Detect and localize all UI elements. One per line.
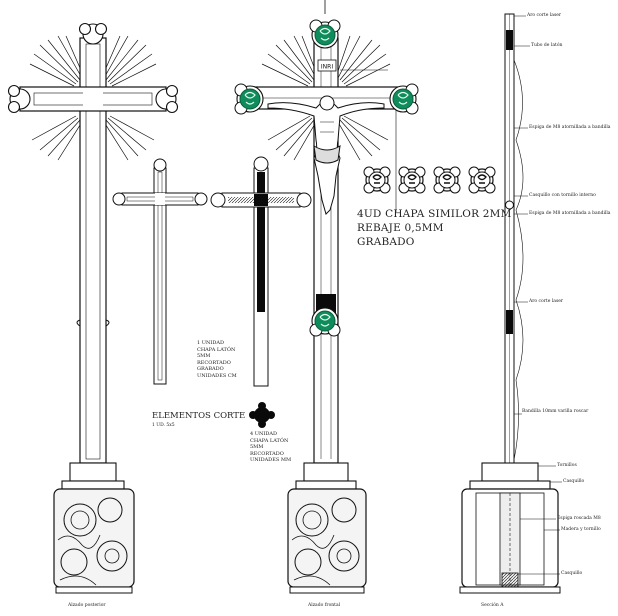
- section-note: Tubo de latón: [531, 43, 563, 48]
- section-note: Aro corte laser: [527, 13, 562, 18]
- plate-note-line2: REBAJE 0,5MM: [357, 222, 444, 234]
- section-note: Espiga de M8 atornillada a bandilla: [529, 125, 611, 130]
- rays-left-cross: [29, 35, 157, 161]
- unit-note-a-line: GRABADO: [197, 366, 224, 372]
- unit-note-b-line: 5MM: [250, 444, 264, 450]
- unit-note-b-line: UNIDADES MM: [250, 457, 292, 463]
- elements-subtitle: 1 UD. 5x5: [152, 423, 175, 428]
- rear-elevation-cross: [7, 22, 179, 594]
- unit-note-b: 4 UNIDAD CHAPA LATÓN 5MM RECORTADO UNIDA…: [250, 431, 291, 464]
- unit-note-a-line: UNIDADES CM: [197, 372, 237, 379]
- unit-note-a-line: CHAPA LATÓN: [197, 346, 236, 353]
- plate-note-line3: GRABADO: [357, 236, 415, 248]
- carved-base-icon: [53, 488, 135, 594]
- carved-base-icon: [287, 488, 367, 594]
- unit-note-a: 1 UNIDAD CHAPA LATÓN 5MM RECORTADO GRABA…: [197, 340, 237, 379]
- plates-row: [363, 110, 496, 212]
- rosette-icon: [249, 402, 275, 428]
- caption-center: Alzado frontal: [308, 603, 341, 608]
- inri-plaque: INRI: [321, 64, 333, 71]
- medallion-icon: [234, 19, 419, 337]
- section-view: [340, 13, 562, 594]
- plate-note-line1: 4UD CHAPA SIMILOR 2MM: [357, 208, 512, 220]
- section-note: Casquillo: [563, 479, 585, 484]
- unit-note-b-line: CHAPA LATÓN: [250, 437, 289, 444]
- section-note: Casquillo con tornillo interno: [529, 193, 596, 198]
- crucifix-figure-icon: [267, 95, 385, 215]
- section-note: Espiga de M8 atornillada a bandilla: [529, 211, 611, 216]
- caption-right: Sección A: [481, 603, 504, 608]
- front-elevation-crucifix: INRI: [234, 0, 419, 594]
- cross-outline-icon: [112, 158, 208, 385]
- unit-note-a-line: 5MM: [197, 353, 211, 359]
- unit-note-b-line: 4 UNIDAD: [250, 431, 277, 437]
- section-note: Aro corte laser: [529, 299, 564, 304]
- elements-title: ELEMENTOS CORTE: [152, 411, 246, 421]
- cross-filled-icon: [210, 156, 312, 387]
- section-note: Madera y tornillo: [561, 527, 601, 532]
- section-note: Casquillo: [561, 571, 583, 576]
- unit-note-a-line: 1 UNIDAD: [197, 340, 224, 346]
- section-note: Tornillos: [557, 463, 577, 468]
- unit-note-a-line: RECORTADO: [197, 359, 231, 366]
- section-note: Bandilla 10mm varilla roscar: [522, 409, 589, 414]
- caption-left: Alzado posterior: [68, 603, 106, 608]
- unit-note-b-line: RECORTADO: [250, 450, 284, 457]
- section-note: Espiga roscada M8: [557, 516, 601, 521]
